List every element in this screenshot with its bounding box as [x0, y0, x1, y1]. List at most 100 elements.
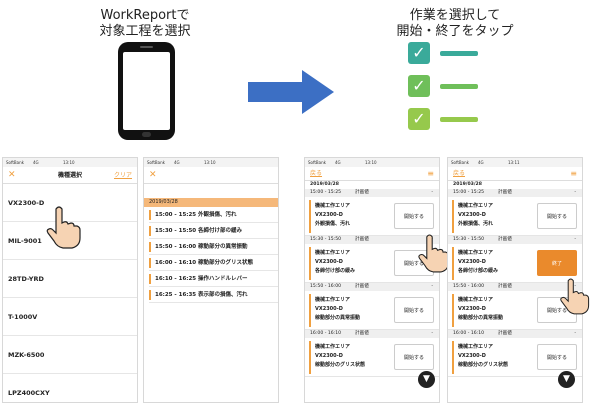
task-line: VX2300-D — [458, 259, 486, 265]
task-line: VX2300-D — [458, 212, 486, 218]
screen-process-list: SoftBank 4G 13:10 ✕ 2019/03/28 15:00 - 1… — [143, 157, 279, 403]
close-icon[interactable]: ✕ — [8, 170, 16, 180]
machine-list-item[interactable]: T-1000V — [3, 298, 137, 336]
start-button[interactable]: 開始する — [394, 344, 434, 370]
process-list-item[interactable]: 15:50 - 16:00 稼動部分の異常振動 — [149, 239, 278, 255]
start-button[interactable]: 開始する — [537, 203, 577, 229]
tap-hand-icon — [46, 206, 81, 249]
back-button[interactable]: 戻る — [310, 170, 323, 177]
filter-button[interactable]: ▼ — [418, 371, 435, 388]
date-header: 2019/03/28 — [305, 181, 439, 189]
caption-left-line2: 対象工程を選択 — [99, 24, 191, 39]
machine-list-item[interactable]: 28TD-YRD — [3, 260, 137, 298]
tap-hand-icon — [560, 278, 590, 315]
close-icon[interactable]: ✕ — [149, 170, 157, 180]
checklist-row: ✓ — [408, 42, 478, 64]
card-time: 15:00 - 15:25 — [310, 190, 342, 195]
back-button[interactable]: 戻る — [453, 170, 466, 177]
process-list-item[interactable]: 16:10 - 16:25 操作ハンドルレバー — [149, 271, 278, 287]
start-button[interactable]: 開始する — [394, 203, 434, 229]
task-line: 外観損傷、汚れ — [458, 221, 494, 227]
check-icon: ✓ — [408, 42, 430, 64]
task-line: VX2300-D — [315, 212, 343, 218]
plan-value: - — [574, 331, 576, 336]
plan-value: - — [574, 190, 576, 195]
task-line: 外観損傷、汚れ — [315, 221, 351, 227]
task-line: 稼動部分のグリス状態 — [458, 362, 509, 368]
plan-label: 計画値 — [355, 331, 369, 336]
machine-list-item[interactable]: VX2300-D — [3, 184, 137, 222]
check-icon: ✓ — [408, 108, 430, 130]
task-line: 各締付け部の緩み — [458, 268, 499, 274]
card-time: 15:30 - 15:50 — [310, 237, 342, 242]
plan-label: 計画値 — [355, 237, 369, 242]
process-list-item[interactable]: 16:00 - 16:10 稼動部分のグリス状態 — [149, 255, 278, 271]
clear-button[interactable]: クリア — [113, 172, 132, 179]
filter-button[interactable]: ▼ — [558, 371, 575, 388]
machine-list-item[interactable]: MIL-9001 — [3, 222, 137, 260]
task-line: VX2300-D — [315, 306, 343, 312]
process-list-item[interactable]: 15:00 - 15:25 外観損傷、汚れ — [149, 207, 278, 223]
nav-bar: 戻る ≡ — [305, 167, 439, 181]
task-line: 機械工作エリア — [458, 344, 494, 350]
plan-value: - — [574, 284, 576, 289]
machine-list-item[interactable]: LPZ400CXY — [3, 374, 137, 402]
process-list-item[interactable]: 16:25 - 16:35 表示部の損傷、汚れ — [149, 287, 278, 303]
menu-icon[interactable]: ≡ — [427, 169, 434, 178]
task-line: VX2300-D — [315, 259, 343, 265]
menu-icon[interactable]: ≡ — [570, 169, 577, 178]
task-line: 機械工作エリア — [315, 250, 351, 256]
task-line: 機械工作エリア — [315, 297, 351, 303]
task-card: 機械工作エリア VX2300-D 稼動部分のグリス状態 開始する — [448, 338, 582, 377]
task-card: 機械工作エリア VX2300-D 外観損傷、汚れ 開始する — [305, 197, 439, 236]
plan-value: - — [431, 331, 433, 336]
status-bar-accent — [309, 200, 311, 233]
caption-right: 作業を選択して 開始・終了をタップ — [380, 8, 530, 40]
end-button[interactable]: 終了 — [537, 250, 577, 276]
task-line: 稼動部分のグリス状態 — [315, 362, 366, 368]
start-button[interactable]: 開始する — [537, 344, 577, 370]
task-line: 機械工作エリア — [315, 203, 351, 209]
checklist-row: ✓ — [408, 108, 478, 130]
status-bar-accent — [309, 294, 311, 327]
card-time: 15:50 - 16:00 — [453, 284, 485, 289]
nav-bar: ✕ — [144, 167, 278, 184]
screen-task-list-active: SoftBank 4G 13:11 戻る ≡ 2019/03/28 15:00 … — [447, 157, 583, 403]
filter-icon: ▼ — [563, 374, 570, 384]
task-line: VX2300-D — [458, 306, 486, 312]
date-header: 2019/03/28 — [448, 181, 582, 189]
filter-icon: ▼ — [423, 374, 430, 384]
plan-value: - — [431, 284, 433, 289]
task-details: 機械工作エリア VX2300-D 稼動部分のグリス状態 — [458, 343, 508, 370]
process-list-item[interactable]: 15:30 - 15:50 各締付け部の緩み — [149, 223, 278, 239]
status-bar-accent — [452, 247, 454, 280]
plan-label: 計画値 — [498, 237, 512, 242]
plan-label: 計画値 — [498, 190, 512, 195]
checklist-row: ✓ — [408, 75, 478, 97]
nav-bar: ✕ 機種選択 クリア — [3, 167, 137, 184]
status-bar: SoftBank 4G 13:10 — [305, 158, 439, 167]
machine-list-item[interactable]: MZK-6500 — [3, 336, 137, 374]
task-line: 稼動部分の異常振動 — [458, 315, 504, 321]
start-button[interactable]: 開始する — [394, 297, 434, 323]
status-bar-accent — [452, 294, 454, 327]
page-title: 機種選択 — [57, 172, 82, 179]
task-line: VX2300-D — [458, 353, 486, 359]
task-line: 機械工作エリア — [315, 344, 351, 350]
